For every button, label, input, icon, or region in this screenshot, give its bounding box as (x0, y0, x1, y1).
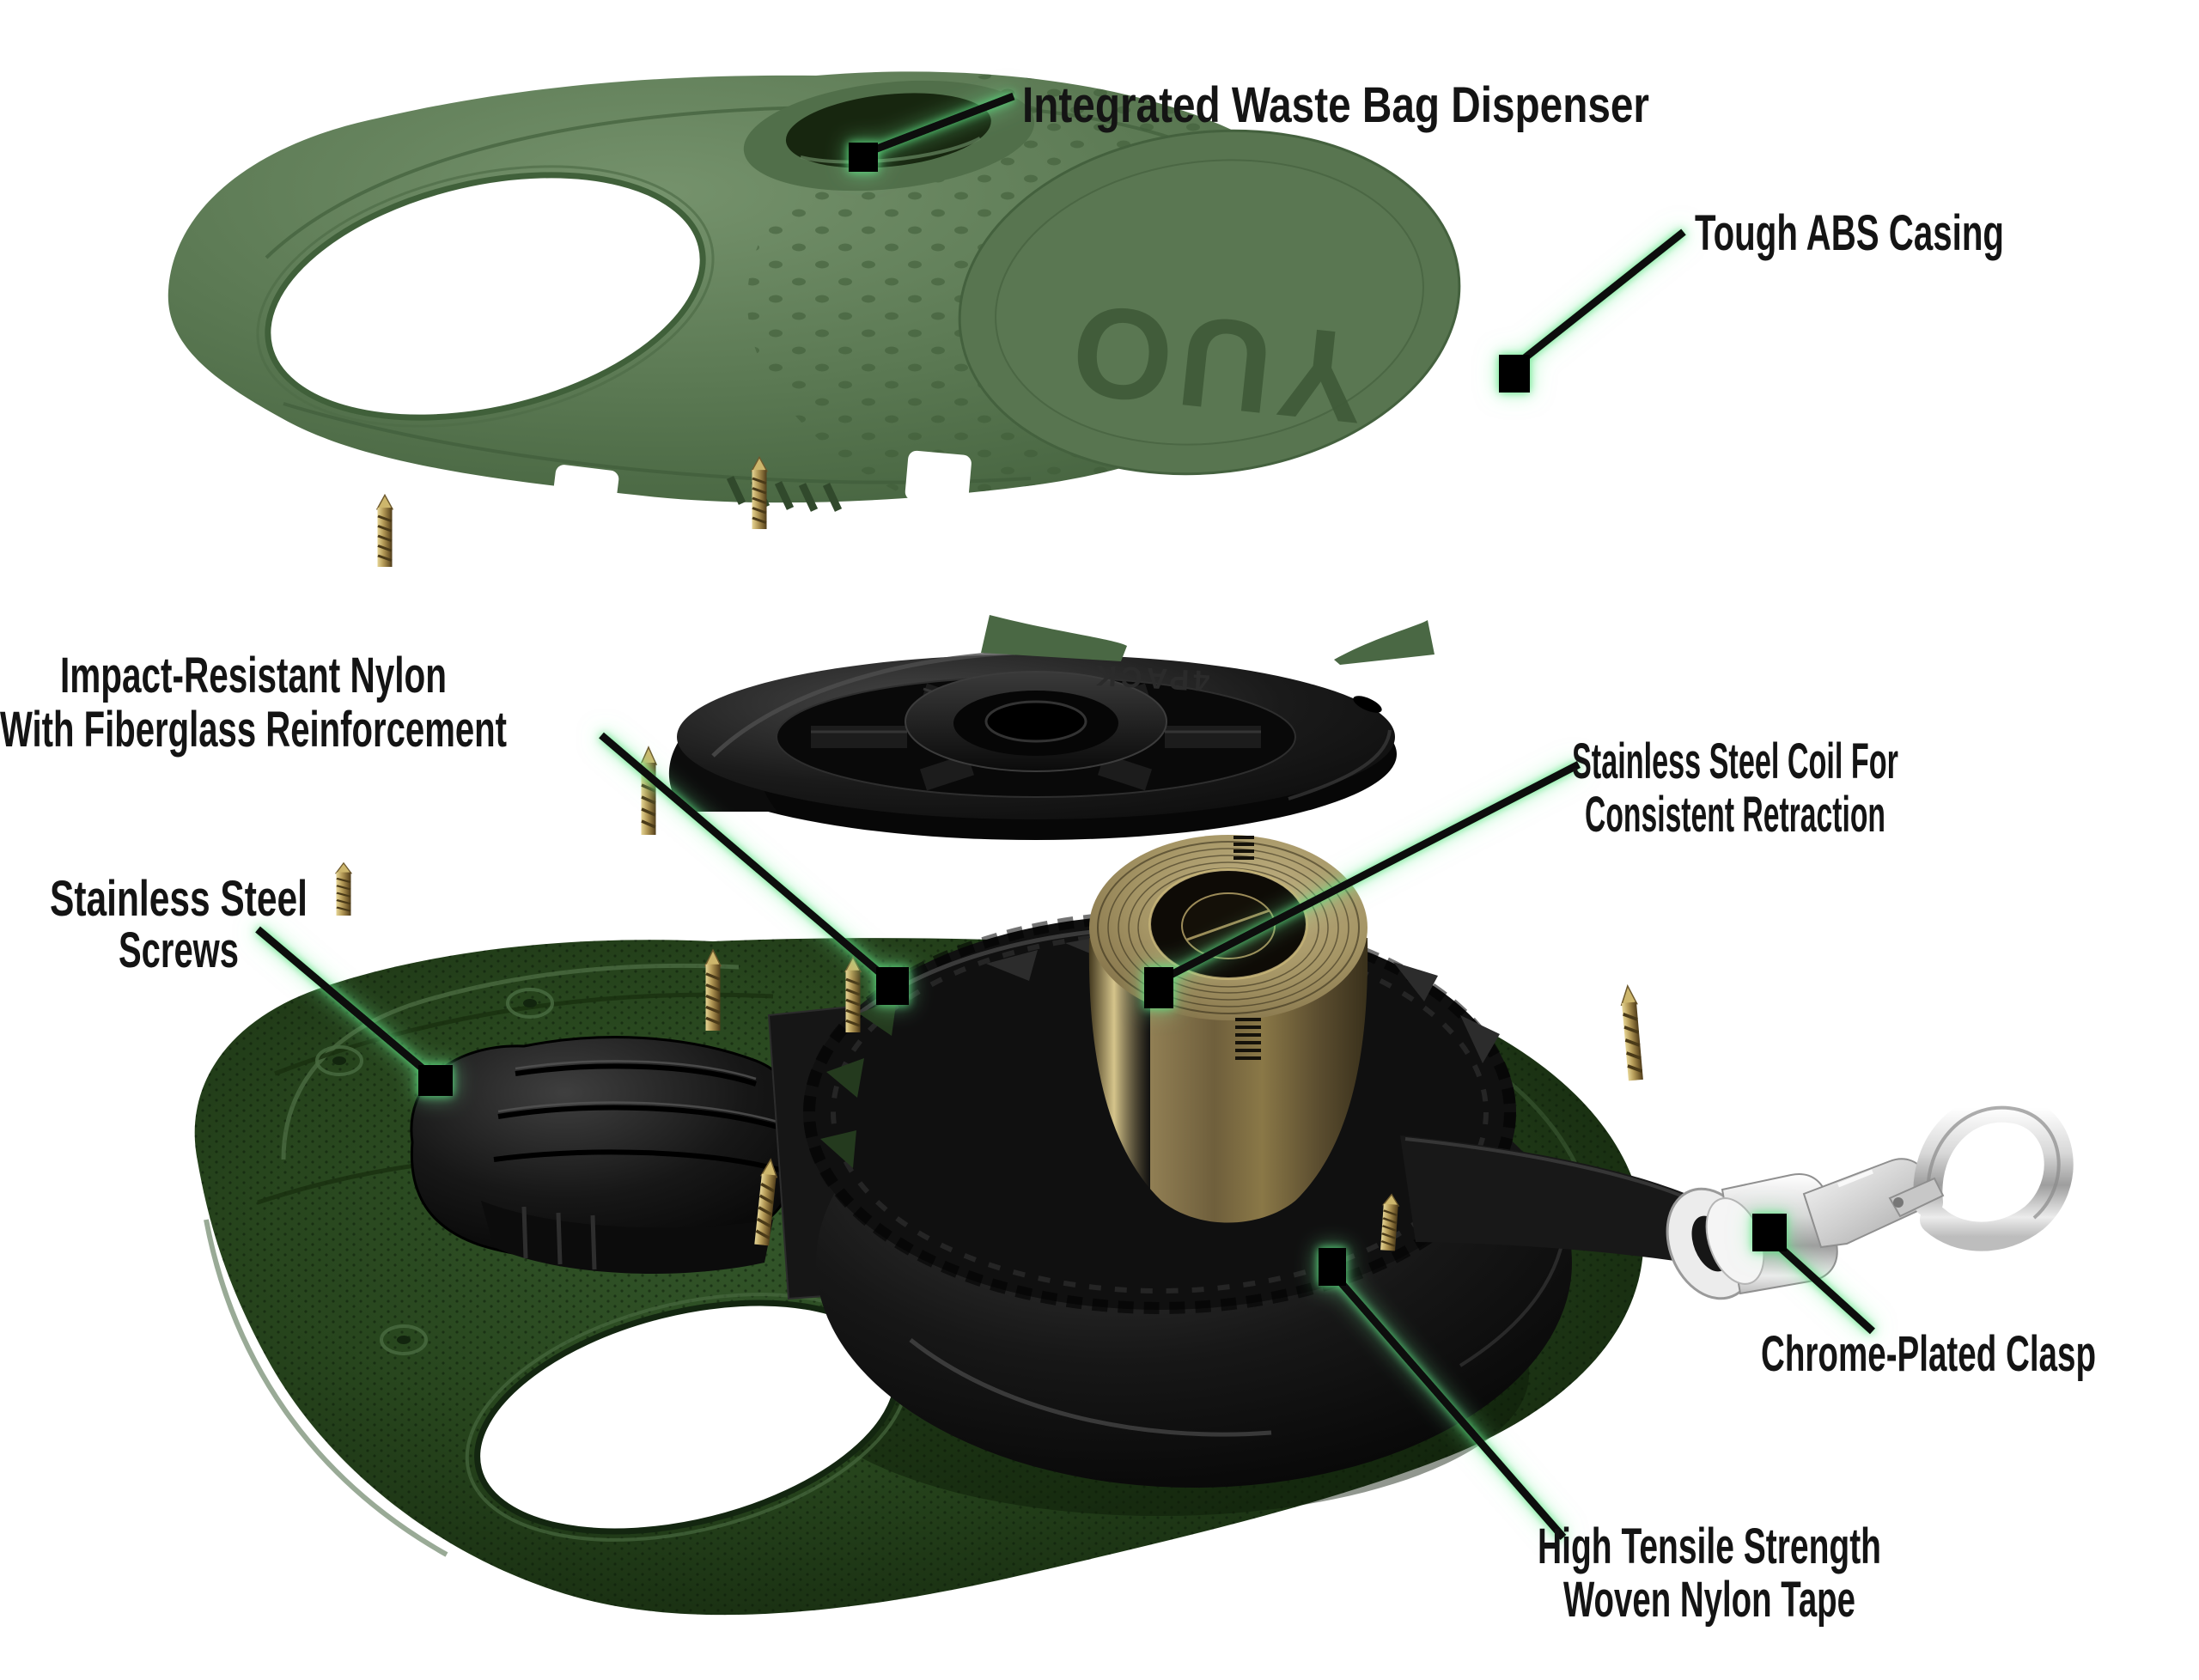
nylon-tape-strap (1400, 1135, 1709, 1266)
brake-button (410, 1036, 797, 1274)
callout-abs-casing: Tough ABS Casing (1499, 205, 2004, 393)
top-handle-opening (256, 165, 715, 428)
callout-steel-coil: Stainless Steel Coil For Consistent Retr… (1144, 733, 1898, 1008)
steel-coil-spool (1088, 835, 1368, 1223)
callout-label: Integrated Waste Bag Dispenser (1022, 77, 1649, 133)
callout-marker (876, 967, 909, 1005)
callout-label: High Tensile Strength (1538, 1519, 1881, 1574)
callout-marker (1144, 967, 1173, 1008)
callout-nylon-fiberglass: Impact-Resistant Nylon With Fiberglass R… (0, 648, 909, 1005)
logo-emboss: YUO (958, 129, 1461, 476)
cap-marking-text: 4PACK (1091, 658, 1211, 697)
callout-marker (418, 1065, 453, 1096)
callout-marker (1499, 355, 1530, 393)
callout-label: Woven Nylon Tape (1563, 1572, 1855, 1628)
chrome-clasp (1666, 1093, 2074, 1300)
logo-text: YUO (1058, 277, 1372, 452)
callout-waste-bag-dispenser: Integrated Waste Bag Dispenser (849, 77, 1649, 172)
callout-label: Stainless Steel (50, 871, 308, 927)
callout-label: Tough ABS Casing (1695, 205, 2004, 261)
callout-label: Chrome-Plated Clasp (1761, 1326, 2096, 1382)
callout-chrome-clasp: Chrome-Plated Clasp (1752, 1214, 2096, 1382)
top-casing-shell: YUO (168, 71, 1461, 665)
callout-nylon-tape: High Tensile Strength Woven Nylon Tape (1319, 1248, 1881, 1628)
callout-marker (1752, 1214, 1787, 1251)
waste-bag-dispenser-opening (743, 80, 1035, 192)
callout-label: Stainless Steel Coil For (1572, 733, 1898, 789)
callout-steel-screws: Stainless Steel Screws (50, 871, 453, 1096)
mechanism-cap-disc: 4PACK (668, 650, 1397, 840)
coil-tick-marks (1234, 836, 1261, 1060)
callout-marker (849, 143, 878, 172)
callout-label: Consistent Retraction (1585, 787, 1885, 843)
callout-label: Impact-Resistant Nylon (60, 648, 447, 703)
callouts-layer: Integrated Waste Bag Dispenser Tough ABS… (0, 77, 2096, 1628)
ring-cutouts (820, 998, 897, 1168)
callout-label: With Fiberglass Reinforcement (0, 702, 507, 758)
callout-marker (1319, 1248, 1346, 1286)
callout-label: Screws (119, 922, 239, 978)
